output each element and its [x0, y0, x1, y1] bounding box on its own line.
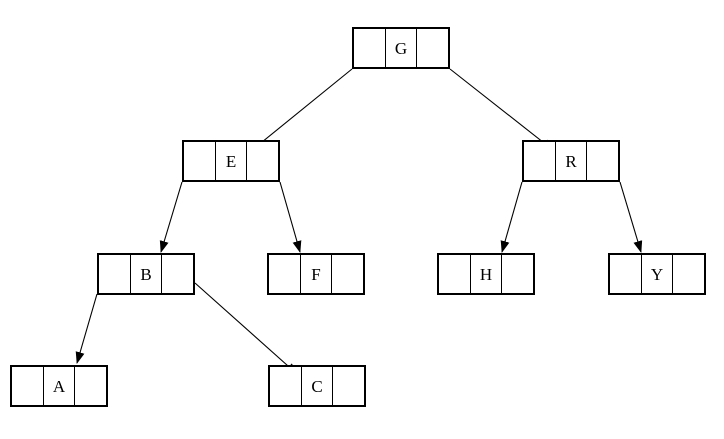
value-cell: A	[42, 367, 75, 405]
node-label: R	[565, 151, 577, 171]
tree-node-A: A	[10, 365, 108, 407]
tree-node-F: F	[267, 253, 365, 295]
edge-R-to-Y	[619, 181, 643, 253]
node-label: E	[225, 151, 237, 171]
left-pointer-cell	[12, 367, 43, 405]
node-label: A	[52, 376, 66, 396]
tree-node-Y: Y	[608, 253, 706, 295]
right-pointer-cell	[74, 367, 106, 405]
edge-E-to-B	[159, 181, 183, 253]
right-pointer-cell	[501, 255, 533, 293]
right-pointer-cell	[246, 142, 278, 180]
value-cell: R	[554, 142, 587, 180]
right-pointer-cell	[586, 142, 618, 180]
edge-B-to-C	[194, 282, 298, 375]
value-cell: C	[300, 367, 333, 405]
edge-E-to-F	[279, 181, 302, 253]
edge-G-to-E	[250, 68, 353, 152]
edge-G-to-R	[449, 68, 554, 151]
node-label: Y	[650, 264, 664, 284]
tree-node-H: H	[437, 253, 535, 295]
edge-R-to-H	[500, 181, 523, 253]
node-label: F	[311, 264, 321, 284]
tree-node-E: E	[182, 140, 280, 182]
left-pointer-cell	[184, 142, 215, 180]
node-label: H	[479, 264, 493, 284]
right-pointer-cell	[331, 255, 363, 293]
edge-B-to-A	[75, 293, 98, 364]
left-pointer-cell	[439, 255, 470, 293]
left-pointer-cell	[270, 367, 301, 405]
tree-node-R: R	[522, 140, 620, 182]
value-cell: G	[384, 29, 417, 67]
right-pointer-cell	[332, 367, 364, 405]
tree-node-B: B	[97, 253, 195, 295]
right-pointer-cell	[416, 29, 448, 67]
node-label: G	[394, 38, 408, 58]
tree-node-C: C	[268, 365, 366, 407]
right-pointer-cell	[672, 255, 704, 293]
node-label: B	[140, 264, 152, 284]
value-cell: F	[299, 255, 332, 293]
left-pointer-cell	[99, 255, 130, 293]
left-pointer-cell	[269, 255, 300, 293]
value-cell: Y	[640, 255, 673, 293]
value-cell: B	[129, 255, 162, 293]
right-pointer-cell	[161, 255, 193, 293]
tree-node-G: G	[352, 27, 450, 69]
left-pointer-cell	[610, 255, 641, 293]
value-cell: H	[469, 255, 502, 293]
value-cell: E	[214, 142, 247, 180]
left-pointer-cell	[524, 142, 555, 180]
node-label: C	[311, 376, 323, 396]
left-pointer-cell	[354, 29, 385, 67]
